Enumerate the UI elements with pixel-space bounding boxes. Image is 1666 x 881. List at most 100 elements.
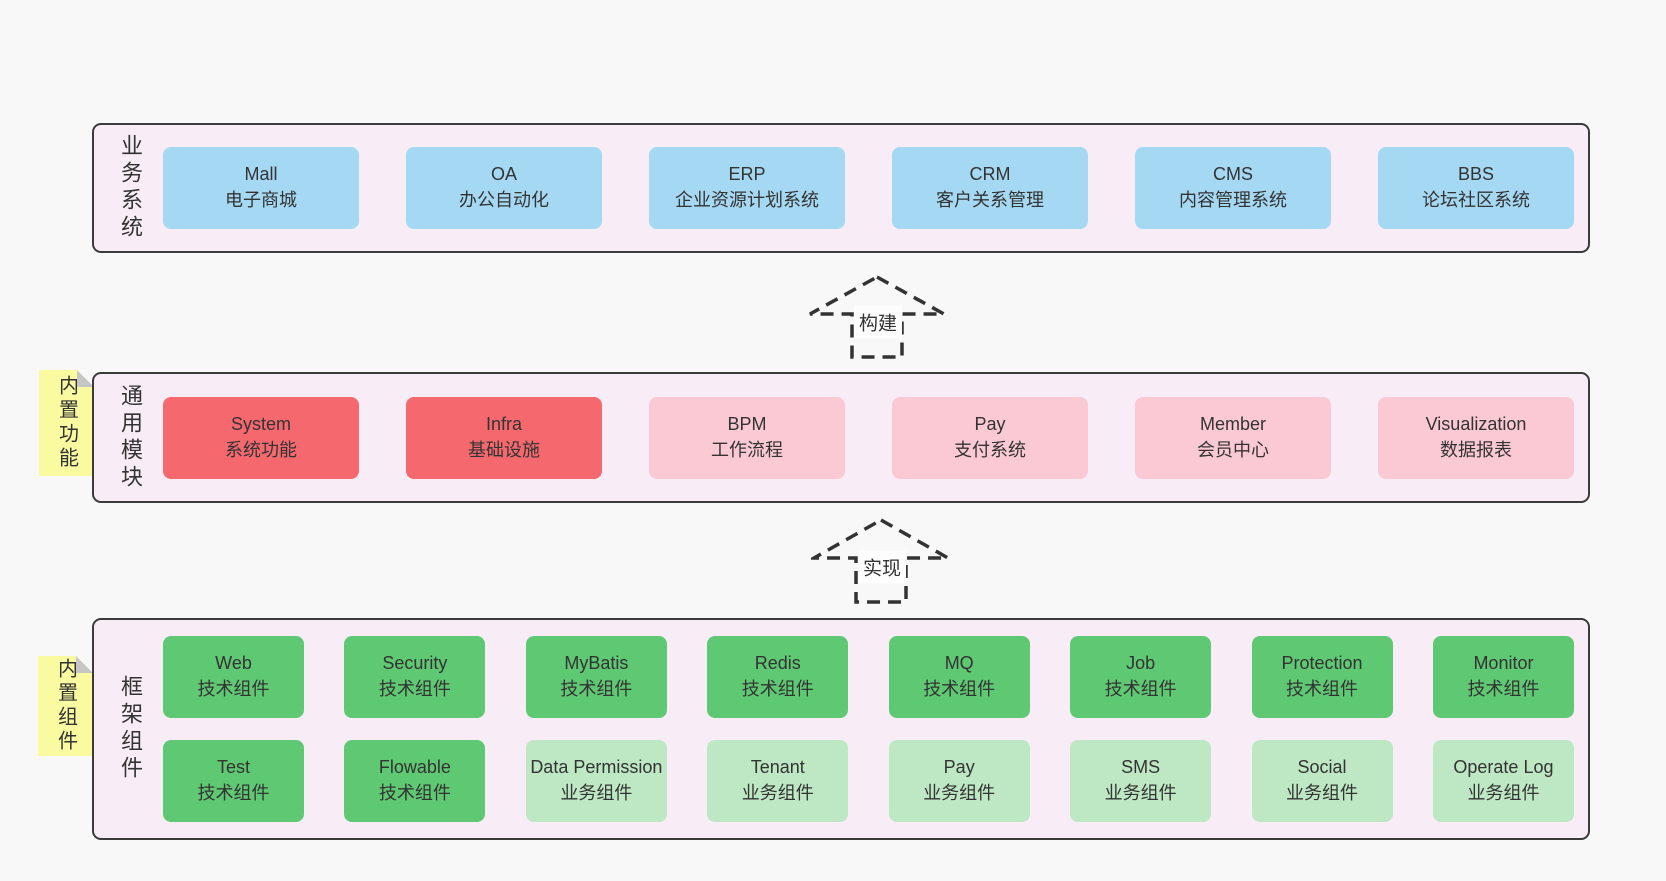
box-security-zh: 技术组件 (378, 679, 451, 699)
box-pay-component-en: Pay (943, 757, 975, 778)
framework-row-1: Web 技术组件 Security 技术组件 MyBatis 技术组件 Redi… (163, 636, 1574, 718)
box-monitor-en: Monitor (1473, 653, 1534, 674)
box-mq-zh: 技术组件 (923, 679, 996, 699)
box-mq: MQ 技术组件 (888, 636, 1030, 718)
common-modules-boxes: System 系统功能 Infra 基础设施 BPM 工作流程 Pay 支付系统… (141, 396, 1588, 479)
box-redis-zh: 技术组件 (741, 679, 814, 699)
folded-corner-icon (76, 656, 93, 673)
box-operate-log: Operate Log 业务组件 (1432, 740, 1574, 822)
implement-arrow-icon (811, 517, 951, 604)
box-mq-en: MQ (944, 653, 974, 674)
box-web: Web 技术组件 (163, 636, 304, 718)
box-web-en: Web (215, 653, 252, 674)
box-operate-log-en: Operate Log (1453, 757, 1554, 778)
box-cms-zh: 内容管理系统 (1179, 190, 1287, 210)
box-monitor-zh: 技术组件 (1467, 679, 1540, 699)
box-mall: Mall 电子商城 (163, 147, 359, 229)
box-erp-zh: 企业资源计划系统 (675, 190, 819, 210)
box-pay-component-zh: 业务组件 (923, 783, 996, 803)
built-in-features-tab: 内置功能 (39, 370, 94, 476)
box-bpm-zh: 工作流程 (711, 439, 783, 460)
box-system-zh: 系统功能 (225, 439, 297, 460)
box-redis-en: Redis (754, 653, 801, 674)
box-mall-zh: 电子商城 (225, 190, 297, 210)
business-systems-boxes: Mall 电子商城 OA 办公自动化 ERP 企业资源计划系统 CRM 客户关系… (141, 147, 1588, 229)
box-protection-zh: 技术组件 (1286, 679, 1359, 699)
framework-components-panel: 框架组件 Web 技术组件 Security 技术组件 MyBatis 技术组件… (92, 618, 1590, 840)
box-test-en: Test (216, 757, 250, 778)
box-social: Social 业务组件 (1251, 740, 1393, 822)
box-pay-module: Pay 支付系统 (892, 396, 1088, 479)
box-sms: SMS 业务组件 (1070, 740, 1212, 822)
box-protection-en: Protection (1281, 653, 1363, 674)
built-in-components-tab: 内置组件 (38, 656, 93, 756)
box-monitor: Monitor 技术组件 (1432, 636, 1574, 718)
box-flowable-zh: 技术组件 (378, 783, 451, 803)
box-job-en: Job (1126, 653, 1156, 674)
box-flowable: Flowable 技术组件 (344, 740, 486, 822)
built-in-components-tab-label: 内置组件 (54, 658, 77, 754)
box-infra-zh: 基础设施 (468, 439, 540, 460)
box-pay-module-en: Pay (974, 413, 1006, 434)
box-mybatis-zh: 技术组件 (560, 679, 633, 699)
box-data-permission: Data Permission 业务组件 (525, 740, 667, 822)
box-bbs-zh: 论坛社区系统 (1422, 190, 1530, 210)
box-tenant: Tenant 业务组件 (707, 740, 849, 822)
box-crm-zh: 客户关系管理 (936, 190, 1044, 210)
box-infra: Infra 基础设施 (406, 396, 602, 479)
framework-components-label: 框架组件 (118, 675, 143, 783)
box-sms-en: SMS (1121, 757, 1161, 778)
box-visualization: Visualization 数据报表 (1378, 396, 1574, 479)
framework-row-2: Test 技术组件 Flowable 技术组件 Data Permission … (163, 740, 1574, 822)
box-oa-zh: 办公自动化 (459, 190, 549, 210)
box-bbs-en: BBS (1457, 164, 1495, 185)
box-data-permission-zh: 业务组件 (560, 783, 633, 803)
box-system: System 系统功能 (163, 396, 359, 479)
box-redis: Redis 技术组件 (707, 636, 849, 718)
box-protection: Protection 技术组件 (1251, 636, 1393, 718)
box-security-en: Security (382, 653, 448, 674)
box-infra-en: Infra (485, 413, 523, 434)
common-modules-label: 通用模块 (118, 383, 143, 492)
box-social-zh: 业务组件 (1286, 783, 1359, 803)
box-job: Job 技术组件 (1070, 636, 1212, 718)
box-crm-en: CRM (969, 164, 1011, 185)
box-cms: CMS 内容管理系统 (1135, 147, 1331, 229)
business-systems-panel: 业务系统 Mall 电子商城 OA 办公自动化 ERP 企业资源计划系统 CRM… (92, 123, 1590, 253)
box-pay-component: Pay 业务组件 (888, 740, 1030, 822)
box-cms-en: CMS (1213, 164, 1253, 185)
built-in-features-tab-label: 内置功能 (55, 375, 78, 471)
box-test-zh: 技术组件 (197, 783, 270, 803)
box-oa: OA 办公自动化 (406, 147, 602, 229)
box-mybatis-en: MyBatis (564, 653, 629, 674)
box-data-permission-en: Data Permission (530, 757, 663, 778)
box-flowable-en: Flowable (378, 757, 451, 778)
box-visualization-zh: 数据报表 (1440, 439, 1512, 460)
box-tenant-zh: 业务组件 (741, 783, 814, 803)
box-pay-module-zh: 支付系统 (954, 439, 1026, 460)
box-operate-log-zh: 业务组件 (1467, 783, 1540, 803)
box-bpm-en: BPM (727, 413, 767, 434)
box-mall-en: Mall (244, 164, 278, 185)
box-erp: ERP 企业资源计划系统 (649, 147, 845, 229)
implement-arrow-label: 实现 (857, 550, 907, 584)
box-member: Member 会员中心 (1135, 396, 1331, 479)
box-security: Security 技术组件 (344, 636, 486, 718)
common-modules-panel: 通用模块 System 系统功能 Infra 基础设施 BPM 工作流程 Pay… (92, 372, 1590, 503)
box-member-zh: 会员中心 (1197, 439, 1269, 460)
box-web-zh: 技术组件 (197, 679, 270, 699)
box-mybatis: MyBatis 技术组件 (525, 636, 667, 718)
box-tenant-en: Tenant (750, 757, 805, 778)
box-test: Test 技术组件 (163, 740, 304, 822)
box-social-en: Social (1297, 757, 1347, 778)
box-sms-zh: 业务组件 (1104, 783, 1177, 803)
build-arrow-label: 构建 (853, 305, 903, 339)
box-bpm: BPM 工作流程 (649, 396, 845, 479)
box-crm: CRM 客户关系管理 (892, 147, 1088, 229)
box-erp-en: ERP (728, 164, 766, 185)
box-system-en: System (230, 413, 291, 434)
business-systems-label: 业务系统 (118, 134, 143, 242)
box-member-en: Member (1199, 413, 1266, 434)
box-oa-en: OA (490, 164, 517, 185)
